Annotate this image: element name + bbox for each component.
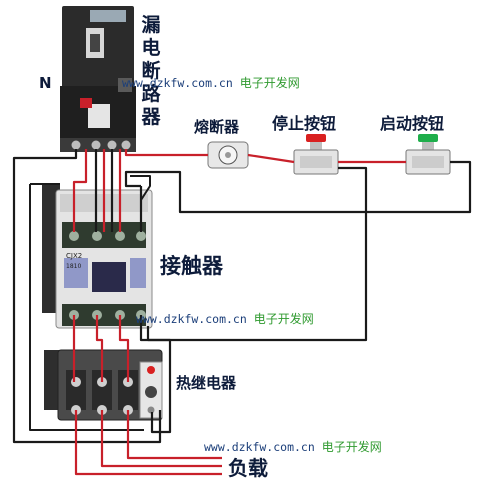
watermark-url: www.dzkfw.com.cn [136,312,247,326]
watermark-site: 电子开发网 [239,76,300,90]
watermark-url: www.dzkfw.com.cn [122,76,233,90]
watermark-2: www.dzkfw.com.cn 电子开发网 [136,310,314,327]
watermark-1: www.dzkfw.com.cn 电子开发网 [122,74,300,91]
thermal-relay-body [44,349,163,421]
fuse-body [207,141,249,169]
wiring [12,149,472,476]
stop-button-body [293,134,339,175]
watermark-3: www.dzkfw.com.cn 电子开发网 [204,438,382,455]
thermal-relay-label: 热继电器 [176,374,237,392]
breaker-label: 漏电断路器 [141,14,161,128]
start-button-body [405,134,451,175]
fuse-label: 熔断器 [194,118,240,136]
load-label: 负载 [228,456,268,480]
watermark-site: 电子开发网 [321,440,382,454]
watermark-url: www.dzkfw.com.cn [204,440,315,454]
contactor-rating: 1810 [66,263,81,270]
leakage-breaker [60,6,136,152]
start-button-label: 启动按钮 [380,114,445,133]
stop-button-label: 停止按钮 [272,114,337,133]
contactor-label: 接触器 [160,254,223,278]
contactor-body: CJX2 1810 [42,185,153,329]
watermark-site: 电子开发网 [253,312,314,326]
neutral-label: N [39,74,52,92]
contactor-model: CJX2 [66,252,82,260]
